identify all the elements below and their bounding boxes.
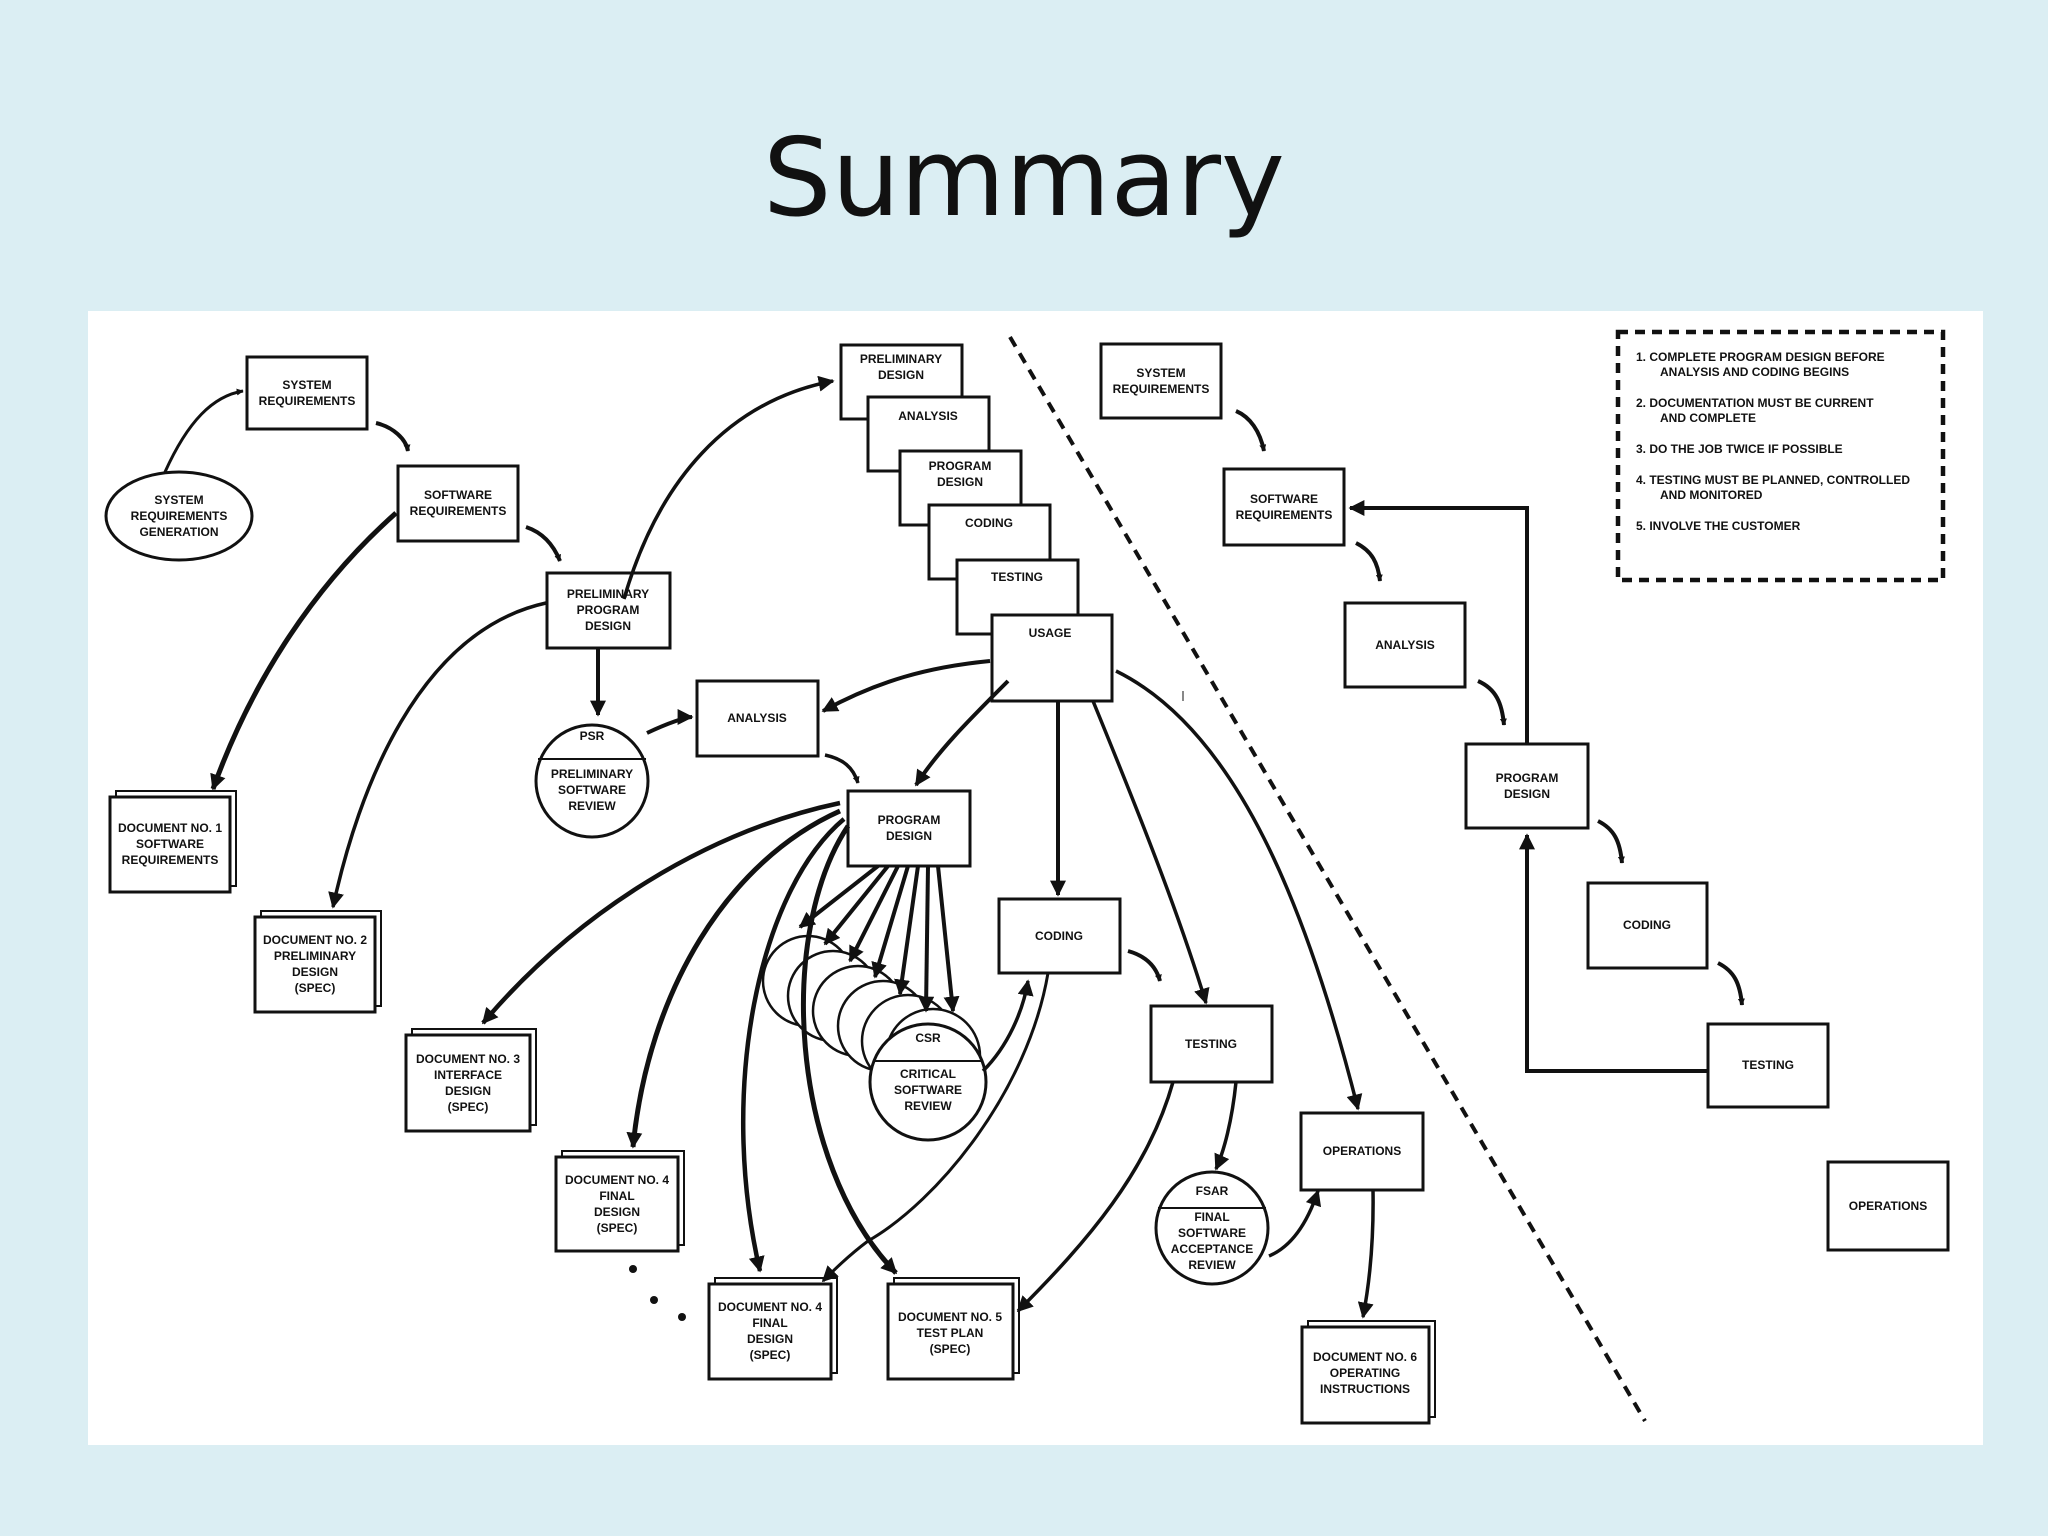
fsar-review-node [1154, 1170, 1270, 1286]
label-stack_coding: CODING [965, 516, 1013, 530]
right-arrows [1235, 409, 1745, 1073]
label-stack_usage: USAGE [1029, 626, 1072, 640]
right-testing-box [1706, 1022, 1830, 1109]
right-program-design-box [1464, 742, 1590, 830]
principles-box [1615, 329, 1946, 583]
ellipsis-dots [629, 1265, 686, 1321]
label-r_testing: TESTING [1742, 1058, 1794, 1072]
preliminary-program-design-box [545, 571, 672, 650]
principle-3: 3. DO THE JOB TWICE IF POSSIBLE [1636, 442, 1843, 456]
document-4b-book [707, 1277, 838, 1381]
right-coding-box [1586, 881, 1709, 970]
label-l_analysis: ANALYSIS [727, 711, 787, 725]
document-2-book [253, 910, 382, 1014]
document-6-book [1300, 1320, 1436, 1425]
stack-usage-card [990, 613, 1114, 703]
document-1-book [108, 790, 237, 894]
psr-review-node [534, 723, 650, 839]
phase-stack [839, 343, 1114, 703]
document-5-book [886, 1277, 1020, 1381]
label-stack_analysis: ANALYSIS [898, 409, 958, 423]
label-l_coding: CODING [1035, 929, 1083, 943]
csr-fan-arrows [798, 864, 960, 1013]
label-l_fsar_tag: FSAR [1196, 1184, 1229, 1198]
principle-5: 5. INVOLVE THE CUSTOMER [1636, 519, 1801, 533]
left-testing-box [1149, 1004, 1274, 1084]
label-r_analysis: ANALYSIS [1375, 638, 1435, 652]
label-l_testing: TESTING [1185, 1037, 1237, 1051]
left-coding-box [997, 897, 1122, 975]
document-books [108, 790, 1436, 1425]
left-arrows [163, 375, 1375, 1319]
right-software-requirements-box [1222, 467, 1346, 547]
left-software-requirements-box [396, 464, 520, 543]
label-l_psr_tag: PSR [580, 729, 605, 743]
label-l_csr_tag: CSR [915, 1031, 941, 1045]
document-3-book [404, 1028, 537, 1133]
dashed-divider [1008, 335, 1647, 1423]
label-stack_testing: TESTING [991, 570, 1043, 584]
left-analysis-box [695, 679, 820, 758]
csr-review-node [868, 1022, 988, 1142]
right-analysis-box [1343, 601, 1467, 689]
document-4a-book [554, 1150, 685, 1253]
right-system-requirements-box [1099, 342, 1223, 420]
label-r_operations: OPERATIONS [1849, 1199, 1927, 1213]
left-operations-box [1299, 1111, 1425, 1192]
label-r_coding: CODING [1623, 918, 1671, 932]
right-operations-box [1826, 1160, 1950, 1252]
slide-title: Summary [763, 116, 1285, 241]
label-l_operations: OPERATIONS [1323, 1144, 1401, 1158]
left-system-requirements-box [245, 355, 369, 431]
system-requirements-generation-node [104, 470, 254, 562]
